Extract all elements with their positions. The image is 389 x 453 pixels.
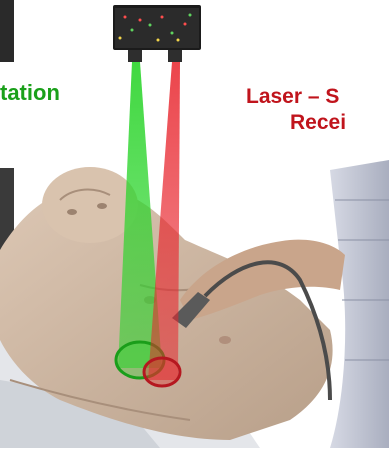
left-caption-fragment: tation bbox=[0, 80, 60, 106]
left-frame-top bbox=[0, 0, 14, 62]
laser-scanner-device-icon bbox=[113, 5, 201, 62]
right-caption: Laser – S Recei bbox=[246, 84, 389, 136]
right-caption-line1: Laser – S bbox=[246, 85, 339, 108]
right-caption-line2: Recei bbox=[246, 110, 389, 136]
